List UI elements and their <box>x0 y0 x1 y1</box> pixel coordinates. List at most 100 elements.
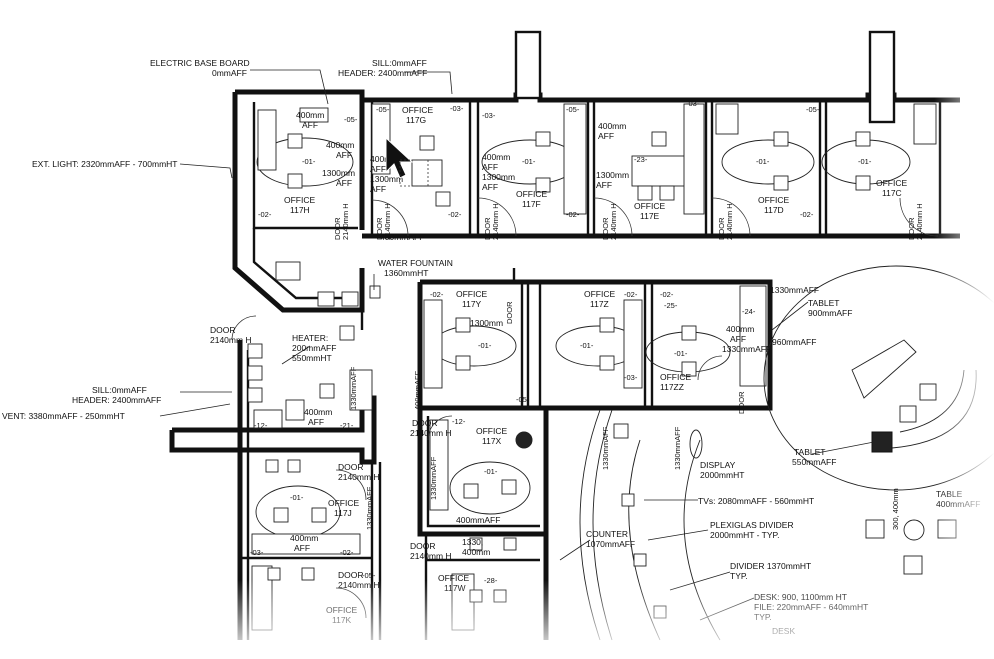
door-height-1: 2140mm H <box>210 335 252 345</box>
door-height-5: 2140mm H <box>338 580 380 590</box>
tag-23: -23- <box>634 155 648 164</box>
door-label-v8: DOOR <box>737 391 746 414</box>
plexiglas-label: PLEXIGLAS DIVIDER <box>710 520 794 530</box>
aff-400-h: 400mm <box>726 324 754 334</box>
room-number-117y: 117Y <box>462 299 482 309</box>
door-height-v3: 2140mm H <box>491 203 500 240</box>
aff-400-a: 400mm <box>296 110 324 120</box>
aff-400mm: 400mm <box>462 547 490 557</box>
tag-25: -25- <box>664 301 678 310</box>
room-name-117g: OFFICE <box>402 105 433 115</box>
display-label: DISPLAY <box>700 460 736 470</box>
aff-960: 960mmAFF <box>772 337 816 347</box>
tag-21: -21- <box>340 421 354 430</box>
sill-left-label: SILL:0mmAFF <box>92 385 147 395</box>
water-fountain-label: WATER FOUNTAIN <box>378 258 453 268</box>
desk-label: DESK: 900, 1100mm HT <box>754 592 847 602</box>
tag-01: -01- <box>484 467 498 476</box>
aff-1330-v3: 1330mmAFF <box>349 366 358 410</box>
room-number-117h: 117H <box>290 205 310 215</box>
room-name-117k: OFFICE <box>326 605 357 615</box>
tag-03: -03- <box>686 99 700 108</box>
tag-12: -12- <box>254 421 268 430</box>
tag-02: -02- <box>660 290 674 299</box>
room-number-117k: 117K <box>332 615 352 625</box>
aff-400-all-a: 400mmAFF <box>380 232 424 242</box>
tag-02: -02- <box>258 210 272 219</box>
plexiglas-height: 2000mmHT - TYP. <box>710 530 779 540</box>
aff-1300-e: 1300mm <box>470 318 503 328</box>
divider-typ: TYP. <box>730 571 748 581</box>
tag-24: -24- <box>742 307 756 316</box>
room-name-117y: OFFICE <box>456 289 487 299</box>
header-top-label: HEADER: 2400mmAFF <box>338 68 427 78</box>
door-height-v6: 2140mm H <box>915 203 924 240</box>
aff-1330-v2: 1330mmAFF <box>673 426 682 470</box>
sill-top-label: SILL:0mmAFF <box>372 58 427 68</box>
tag-12: -12- <box>452 417 466 426</box>
door-height-4: 2140mm H <box>410 551 452 561</box>
tag-01: -01- <box>290 493 304 502</box>
table-label: TABLE <box>936 489 963 499</box>
tag-01: -01- <box>522 157 536 166</box>
tag-02: -02- <box>340 548 354 557</box>
tag-03: -03- <box>624 373 638 382</box>
room-number-117e: 117E <box>640 211 660 221</box>
tvs-label: TVs: 2080mmAFF - 560mmHT <box>698 496 814 506</box>
room-number-117x: 117X <box>482 436 502 446</box>
room-number-117w: 117W <box>444 583 466 593</box>
room-name-117x: OFFICE <box>476 426 507 436</box>
room-number-117g: 117G <box>406 115 426 125</box>
divider-label: DIVIDER 1370mmHT <box>730 561 811 571</box>
door-height-v4: 2140mm H <box>609 203 618 240</box>
file-typ: TYP. <box>754 612 772 622</box>
tag-02: -02- <box>448 210 462 219</box>
water-fountain-height: 1360mmHT <box>384 268 428 278</box>
door-height-v1: 2140mm H <box>341 203 350 240</box>
aff-1330-v4: 1330mmAFF <box>365 486 374 530</box>
tablet-1-label: TABLET <box>808 298 840 308</box>
tag-05: -05- <box>806 105 820 114</box>
heater-value-1: 200mmAFF <box>292 343 336 353</box>
display-height: 2000mmHT <box>700 470 744 480</box>
room-name-117c: OFFICE <box>876 178 907 188</box>
aff-400-c-aff: AFF <box>370 164 386 174</box>
door-height-3: 2140mm H <box>338 472 380 482</box>
aff-1330-v1: 1330mmAFF <box>601 426 610 470</box>
aff-400-h-aff: AFF <box>730 334 746 344</box>
aff-400-f: 400mm <box>304 407 332 417</box>
tag-02: -02- <box>430 290 444 299</box>
room-name-117z: OFFICE <box>584 289 615 299</box>
electric-base-board-label: ELECTRIC BASE BOARD <box>150 58 250 68</box>
tag-05: -05- <box>516 395 530 404</box>
tag-05: -05- <box>566 105 580 114</box>
tag-03: -03- <box>450 104 464 113</box>
tag-01: -01- <box>302 157 316 166</box>
table-height: 400mmAFF <box>936 499 980 509</box>
aff-400-e-aff: AFF <box>598 131 614 141</box>
room-name-117f: OFFICE <box>516 189 547 199</box>
aff-400-e: 400mm <box>598 121 626 131</box>
tag-02: -02- <box>566 210 580 219</box>
heater-label: HEATER: <box>292 333 328 343</box>
aff-300-400: 300, 400mm <box>891 488 900 530</box>
vent-label: VENT: 3380mmAFF - 250mmHT <box>2 411 125 421</box>
tag-01: -01- <box>858 157 872 166</box>
tag-03: -03- <box>482 111 496 120</box>
door-height-2: 2140mm H <box>410 428 452 438</box>
aff-1300-b: 1300mm <box>370 174 403 184</box>
tag-02: -02- <box>624 290 638 299</box>
aff-1300-d: 1300mm <box>596 170 629 180</box>
aff-400-all-b: 400mmAFF <box>456 515 500 525</box>
tag-05: -05- <box>344 115 358 124</box>
aff-1300-a-aff: AFF <box>336 178 352 188</box>
room-number-117j: 117J <box>334 508 352 518</box>
aff-400-b: 400mm <box>326 140 354 150</box>
room-number-117f: 117F <box>522 199 541 209</box>
door-label-5: DOOR <box>338 570 364 580</box>
aff-1300-c: 1300mm <box>482 172 515 182</box>
tag-01: -01- <box>756 157 770 166</box>
room-name-117h: OFFICE <box>284 195 315 205</box>
tag-03: -03- <box>250 548 264 557</box>
room-number-117zz: 117ZZ <box>660 382 684 392</box>
